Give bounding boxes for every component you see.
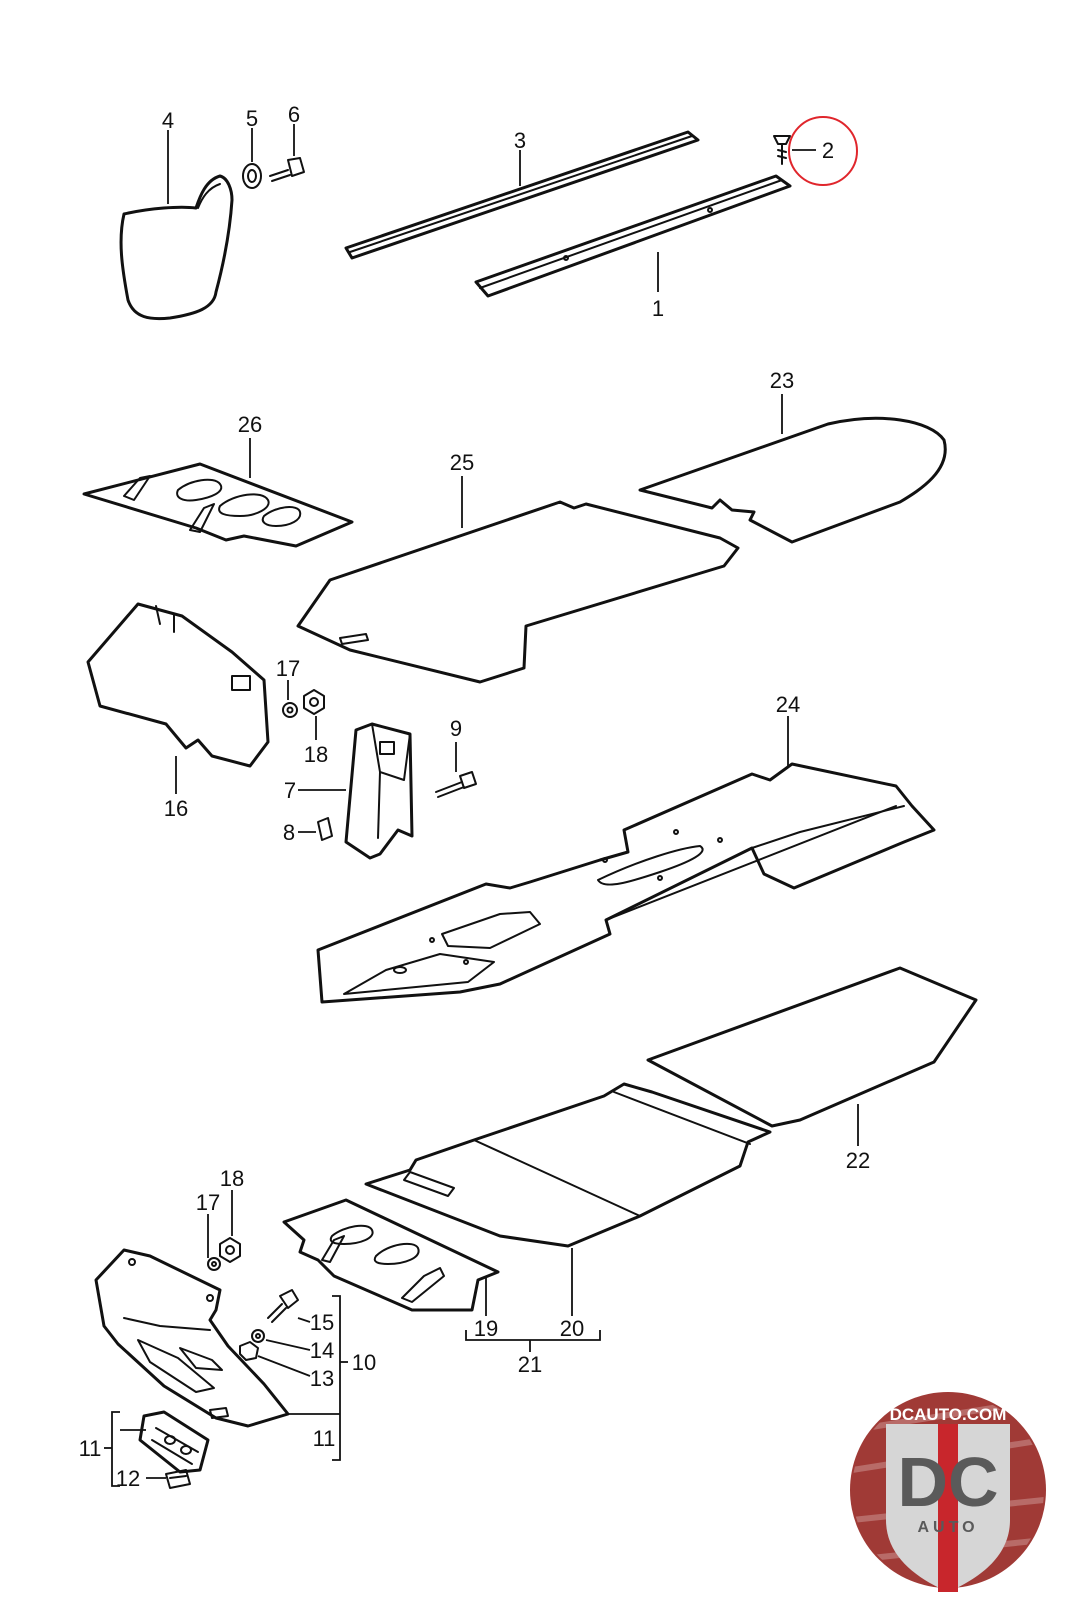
callout-2: 2 (822, 138, 834, 163)
callout-1: 1 (652, 296, 664, 321)
part-9-screw (435, 771, 477, 798)
callout-23: 23 (770, 368, 794, 393)
part-8-clip (317, 817, 333, 841)
callout-8: 8 (283, 820, 295, 845)
callout-15: 15 (310, 1310, 334, 1335)
logo-text-top: DCAUTO.COM (890, 1405, 1007, 1424)
part-5-washer (242, 163, 262, 189)
bracket-21 (465, 1330, 601, 1341)
part-11-grille (138, 1410, 210, 1474)
dcauto-logo: DCAUTO.COM DC AUTO (850, 1392, 1046, 1592)
callout-24: 24 (776, 692, 800, 717)
part-16-panel (86, 602, 270, 768)
part-18-nut-lower (219, 1237, 241, 1263)
part-19-mat (282, 1198, 500, 1312)
part-7-bracket (344, 722, 414, 860)
callout-5: 5 (246, 106, 258, 131)
part-25-mat (296, 500, 740, 684)
part-26-mat (82, 462, 354, 548)
part-4-liner (119, 174, 234, 321)
callout-12: 12 (116, 1466, 140, 1491)
callout-25: 25 (450, 450, 474, 475)
callout-9: 9 (450, 716, 462, 741)
part-6-screw (269, 157, 305, 182)
callout-7: 7 (284, 778, 296, 803)
callout-4: 4 (162, 108, 174, 133)
callout-17-lower: 17 (196, 1190, 220, 1215)
logo-monogram: DC (897, 1443, 998, 1521)
part-22-mat (646, 966, 978, 1128)
bracket-11 (111, 1411, 120, 1487)
part-2-screw (773, 135, 791, 165)
part-1-sill-strip (474, 174, 792, 298)
part-17-washer (282, 702, 298, 718)
callout-14: 14 (310, 1338, 334, 1363)
part-10-skid-plate (94, 1248, 290, 1428)
part-24-floor-pan (316, 762, 936, 1004)
part-3-sill-strip (344, 130, 700, 260)
part-23-mat (638, 416, 947, 544)
callout-3: 3 (514, 128, 526, 153)
callout-18-lower: 18 (220, 1166, 244, 1191)
callout-16: 16 (164, 796, 188, 821)
part-15-bolt (267, 1289, 299, 1323)
part-14-washer (251, 1329, 265, 1343)
bracket-10 (332, 1295, 341, 1461)
logo-text-bottom: AUTO (917, 1519, 978, 1536)
part-13-nut (239, 1341, 259, 1361)
part-18-nut (303, 689, 325, 715)
callout-17: 17 (276, 656, 300, 681)
callout-20: 20 (560, 1316, 584, 1341)
callout-6: 6 (288, 102, 300, 127)
callout-21: 21 (518, 1352, 542, 1377)
logo-stripe (938, 1424, 958, 1592)
callout-13: 13 (310, 1366, 334, 1391)
callout-11-left: 11 (79, 1436, 102, 1461)
callout-26: 26 (238, 412, 262, 437)
highlight-circle (788, 116, 858, 186)
callout-10: 10 (352, 1350, 376, 1375)
part-12-clip (165, 1469, 191, 1489)
callout-18: 18 (304, 742, 328, 767)
part-17-washer-lower (207, 1257, 221, 1271)
callout-11-right: 11 (313, 1426, 336, 1451)
callout-22: 22 (846, 1148, 870, 1173)
part-20-mat (364, 1082, 772, 1248)
callout-19: 19 (474, 1316, 498, 1341)
